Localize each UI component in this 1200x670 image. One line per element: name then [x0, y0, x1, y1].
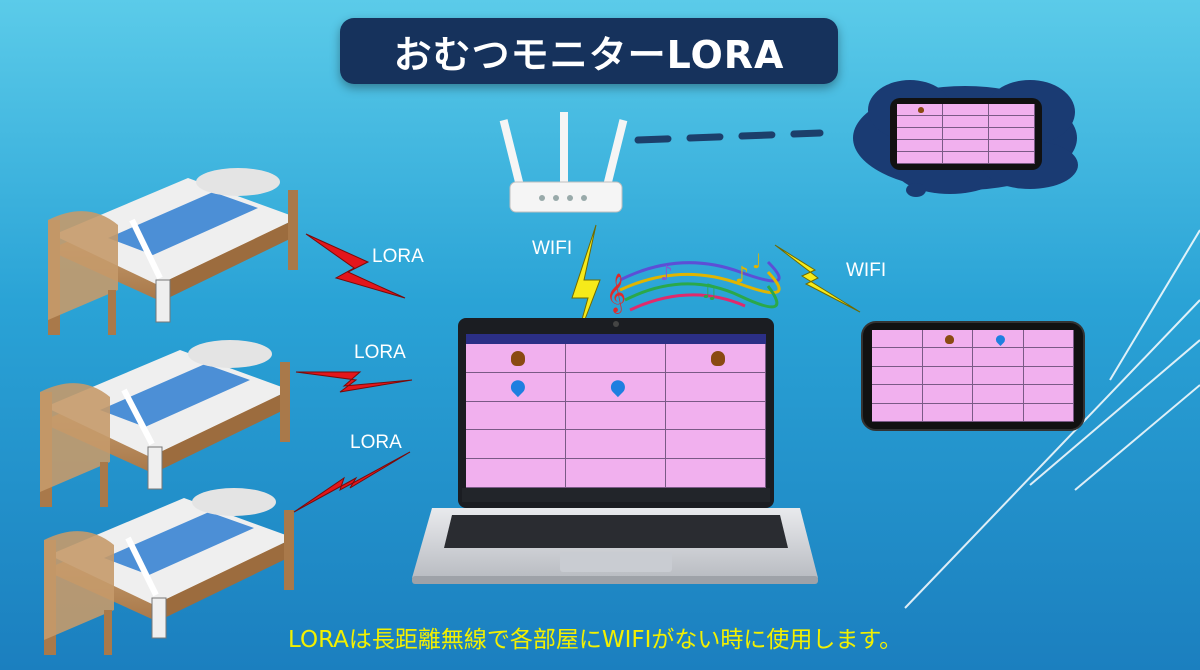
diaper-sensor-icon [151, 597, 167, 639]
bed-status-cell [922, 403, 973, 422]
caption-text: LORAは長距離無線で各部屋にWIFIがない時に使用します。 [288, 627, 903, 653]
wifi-router-icon [499, 112, 628, 213]
bed-status-cell [666, 401, 766, 431]
bed-status-cell [922, 348, 973, 367]
bed-status-cell [989, 116, 1035, 128]
bed-status-cell [897, 140, 943, 152]
bed-status-cell [989, 140, 1035, 152]
bed-status-cell [872, 366, 923, 386]
lora-label-1: LORA [372, 246, 424, 267]
bed-status-cell [897, 116, 943, 128]
water-drop-icon [993, 332, 1007, 346]
bed-status-cell [566, 401, 666, 431]
music-notes-icon: 𝄞 ♪ ♫ ♪ ♩ [606, 249, 781, 314]
bed-status-cell [943, 128, 989, 140]
bed-status-cell [466, 344, 566, 373]
svg-text:♪: ♪ [660, 261, 673, 285]
bed-status-cell [1023, 348, 1074, 367]
bed-status-cell [566, 344, 666, 373]
wifi-label-router: WIFI [532, 238, 573, 259]
bed-status-cell [922, 366, 973, 386]
bed-status-cell [973, 348, 1024, 367]
bed-status-cell [1023, 403, 1074, 422]
bed-status-cell [466, 401, 566, 431]
page-title: おむつモニターLORA [393, 32, 785, 77]
poop-icon [511, 351, 526, 366]
bed-status-cell [872, 403, 923, 422]
bed-status-cell [872, 348, 923, 367]
tablet-monitor-screen [872, 330, 1074, 422]
lora-label-2: LORA [354, 342, 406, 363]
bed-status-cell [666, 372, 766, 402]
bed-status-cell [566, 430, 666, 460]
bed-status-cell [897, 128, 943, 140]
title-banner: おむつモニターLORA [340, 18, 838, 84]
bed-icon [44, 488, 294, 655]
bed-status-cell [466, 372, 566, 402]
svg-text:𝄞: 𝄞 [606, 273, 626, 314]
monitor-header-bar [466, 334, 766, 344]
bed-icon [48, 168, 298, 335]
bed-status-cell [666, 430, 766, 460]
bed-status-cell [897, 152, 943, 164]
svg-text:♪: ♪ [735, 263, 749, 288]
bed-status-cell [1023, 366, 1074, 386]
bed-status-cell [897, 104, 943, 116]
bed-status-cell [466, 430, 566, 460]
bed-status-cell [872, 330, 923, 349]
water-drop-icon [608, 377, 629, 398]
bed-status-cell [943, 116, 989, 128]
bed-status-cell [872, 385, 923, 404]
bed-status-cell [943, 152, 989, 164]
bed-status-cell [989, 104, 1035, 116]
connection-dashes [634, 129, 824, 144]
svg-text:♩: ♩ [752, 249, 761, 273]
bed-status-cell [922, 385, 973, 404]
poop-icon [711, 351, 726, 366]
bed-icon [40, 340, 290, 507]
lightning-bolt-icon [293, 451, 411, 513]
bed-status-cell [943, 104, 989, 116]
bed-status-cell [466, 459, 566, 488]
bed-status-cell [989, 152, 1035, 164]
bed-status-cell [1023, 330, 1074, 349]
laptop-monitor-screen [466, 334, 766, 488]
wifi-label-tablet: WIFI [846, 260, 887, 281]
water-drop-icon [508, 377, 529, 398]
diaper-sensor-icon [147, 446, 163, 490]
bed-status-cell [973, 403, 1024, 422]
bed-status-cell [973, 330, 1024, 349]
bed-status-cell [973, 385, 1024, 404]
poop-icon [945, 334, 955, 344]
lightning-bolt-icon [305, 233, 406, 299]
decorative-lines [904, 229, 1200, 609]
lightning-bolt-icon [295, 371, 413, 393]
bed-status-cell [943, 140, 989, 152]
poop-icon [917, 107, 924, 113]
bed-status-cell [989, 128, 1035, 140]
bed-status-cell [922, 330, 973, 349]
lora-label-3: LORA [350, 432, 402, 453]
bed-status-cell [566, 372, 666, 402]
bed-status-cell [566, 459, 666, 488]
svg-text:♫: ♫ [700, 279, 718, 303]
phone-monitor-screen [897, 104, 1035, 164]
bed-status-cell [666, 459, 766, 488]
bed-status-cell [666, 344, 766, 373]
bed-status-cell [1023, 385, 1074, 404]
lightning-bolt-icon [774, 244, 861, 313]
diaper-sensor-icon [155, 279, 171, 323]
bed-status-cell [973, 366, 1024, 386]
